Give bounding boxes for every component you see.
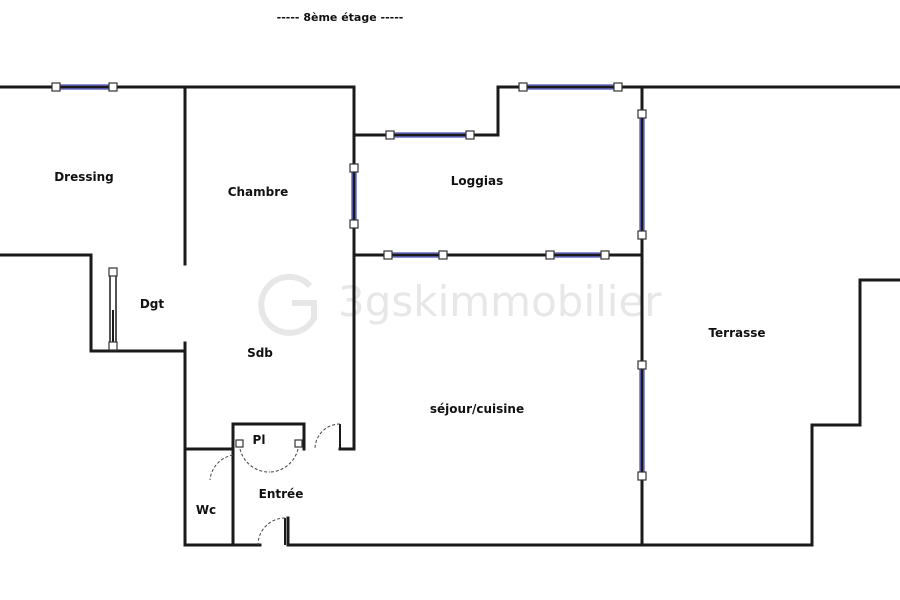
room-label-sdb: Sdb [247, 346, 273, 360]
room-label-wc: Wc [196, 503, 216, 517]
window-chambre-loggia [349, 163, 359, 229]
watermark-logo-icon [258, 273, 317, 336]
window-loggia-top [518, 82, 623, 92]
walls [0, 85, 900, 547]
window-sejour-loggia-2 [545, 250, 610, 260]
door-wc [209, 454, 234, 483]
door-pl [235, 439, 303, 473]
window-dgt [108, 267, 118, 351]
window-sejour-loggia-1 [383, 250, 448, 260]
room-label-loggias: Loggias [451, 174, 503, 188]
room-label-dressing: Dressing [54, 170, 114, 184]
room-label-sejour-cuisine: séjour/cuisine [430, 402, 524, 416]
floor-heading: ----- 8ème étage ----- [277, 11, 404, 24]
room-label-chambre: Chambre [228, 185, 289, 199]
window-loggia-terrace [637, 109, 647, 240]
window-loggia-left [385, 130, 475, 140]
room-label-dgt: Dgt [140, 297, 165, 311]
door-entree [257, 517, 286, 546]
room-label-pl: Pl [253, 433, 266, 447]
door-sdb [314, 423, 341, 450]
watermark-text: 3gskimmobilier [338, 277, 662, 326]
room-label-terrasse: Terrasse [708, 326, 765, 340]
window-sejour-terrace [637, 360, 647, 481]
room-label-entree: Entrée [259, 487, 304, 501]
watermark: 3gskimmobilier [258, 273, 662, 336]
windows [51, 82, 647, 481]
doors [209, 423, 341, 546]
room-labels: Dressing Chambre Loggias Dgt Sdb Terrass… [54, 170, 765, 517]
window-dressing [51, 82, 118, 92]
